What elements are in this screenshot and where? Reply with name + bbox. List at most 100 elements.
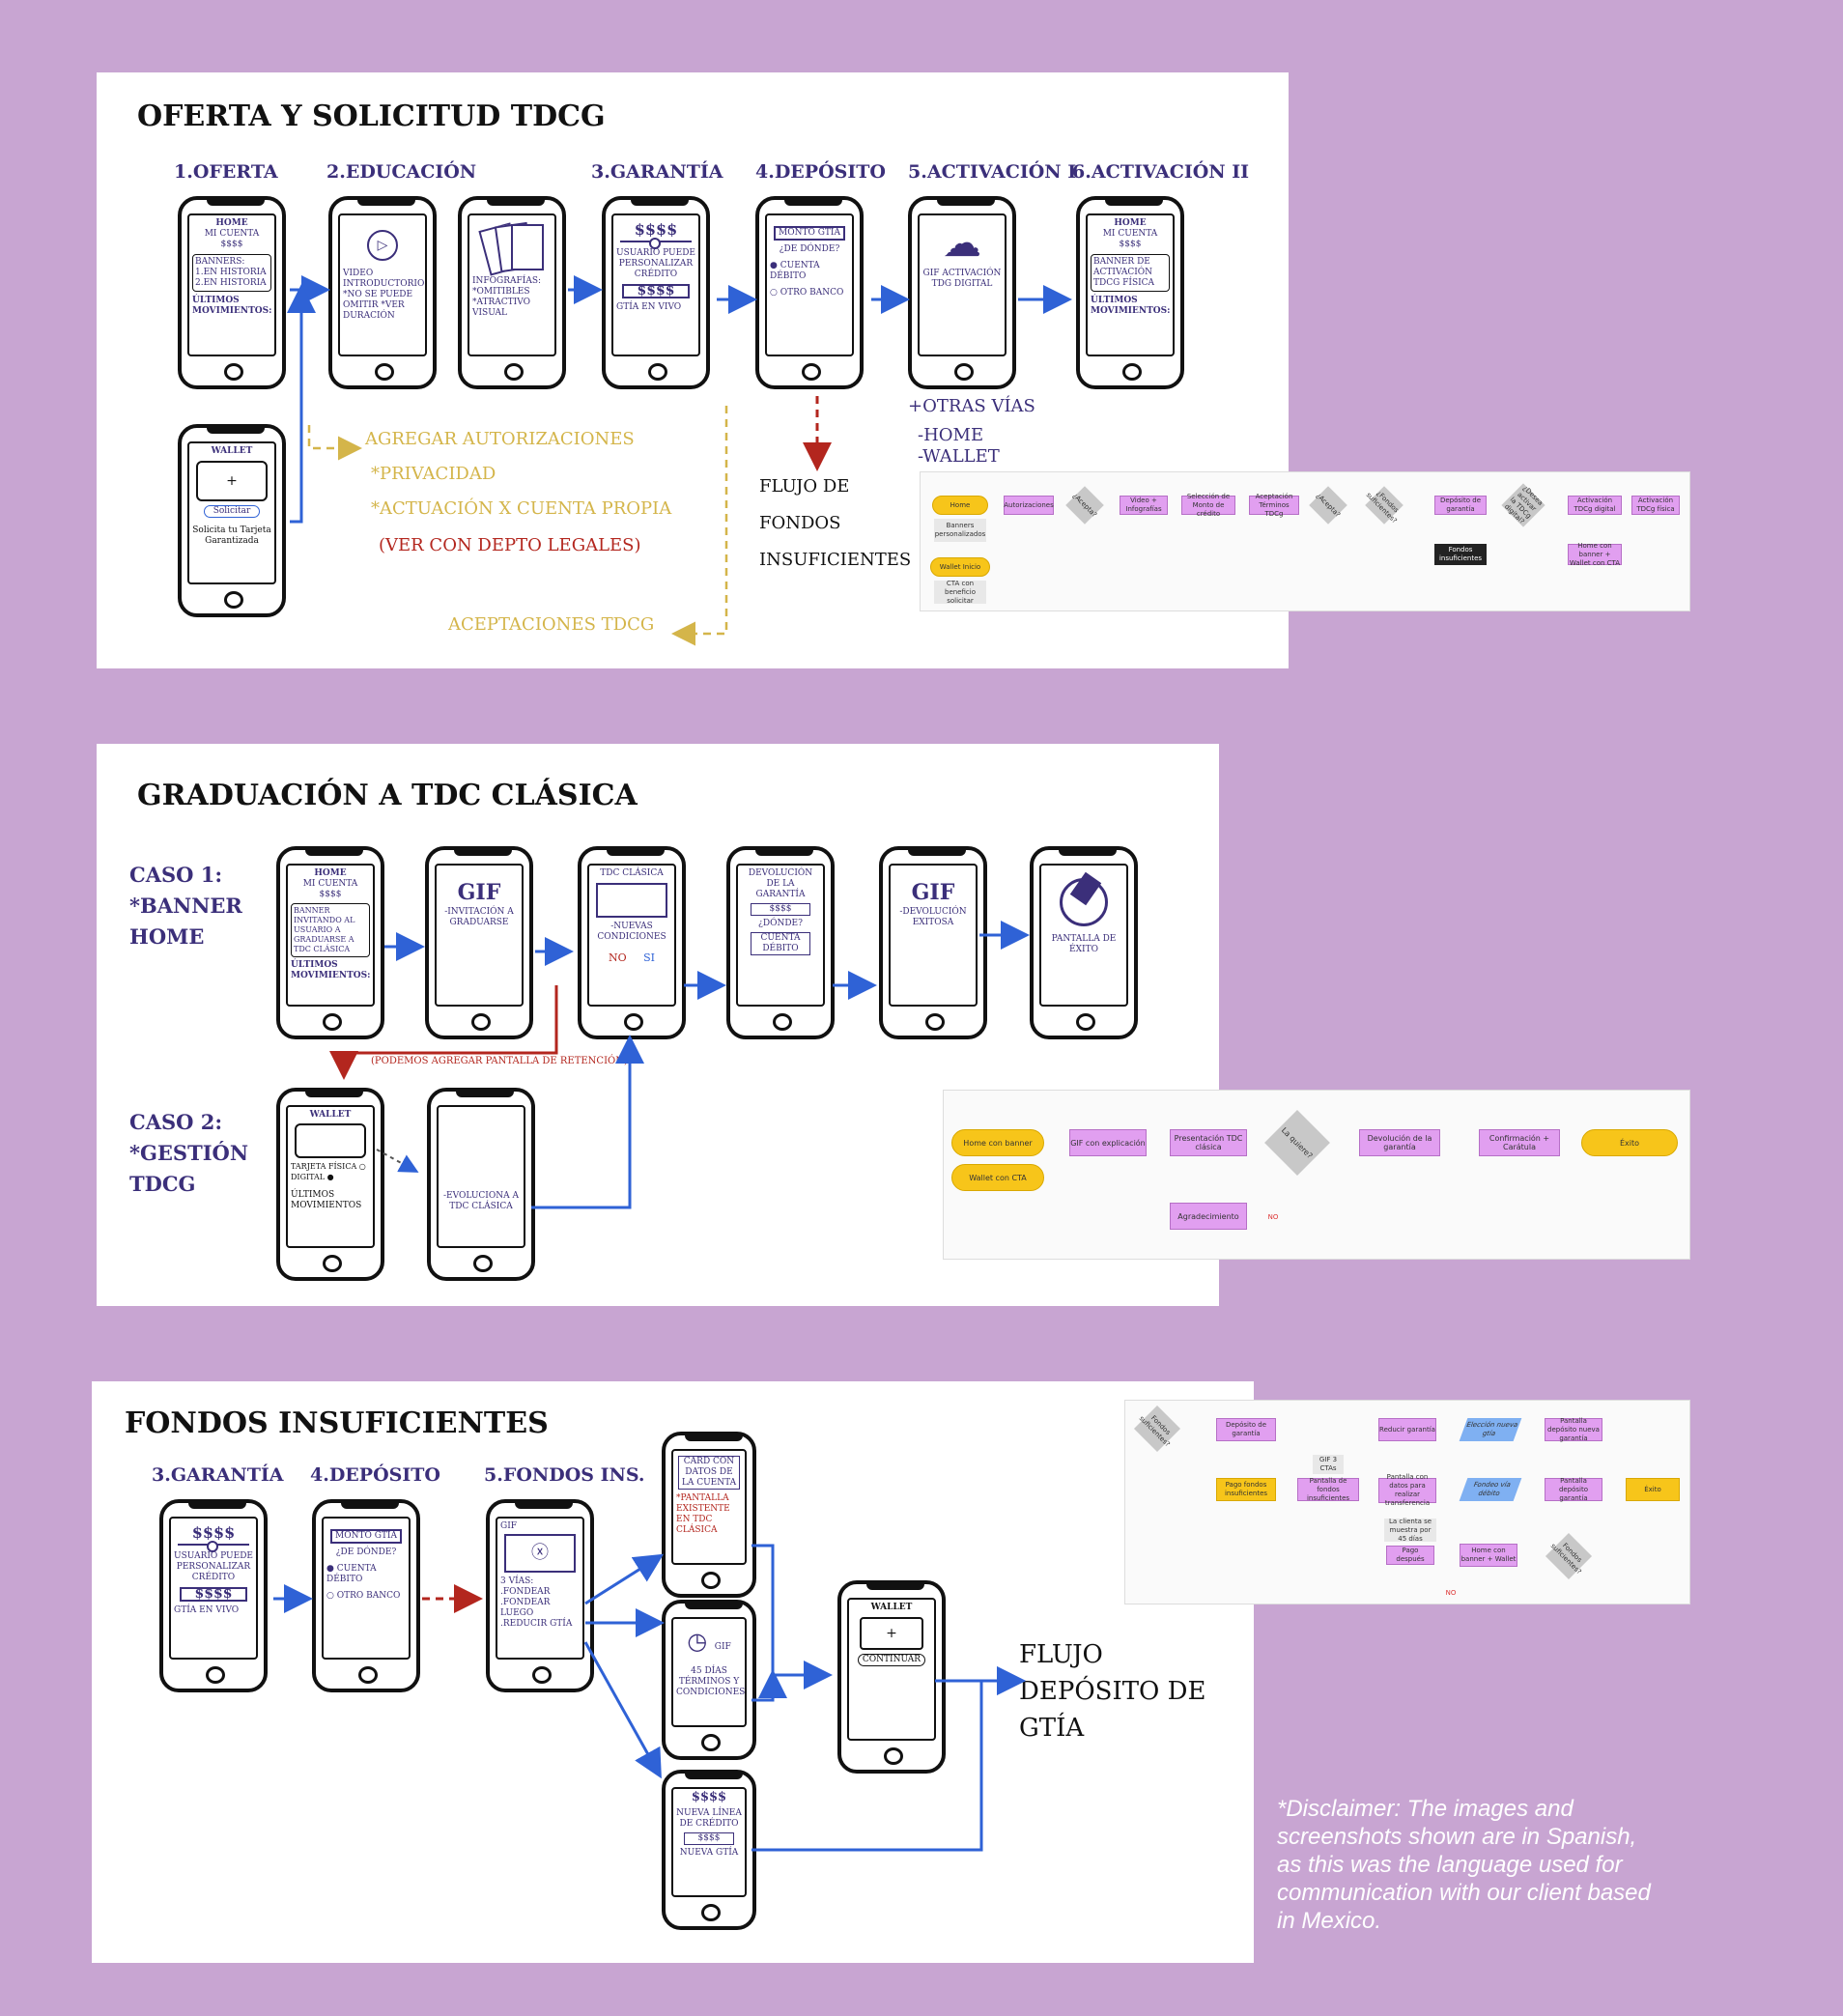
banners-box: BANNERS: 1.EN HISTORIA 2.EN HISTORIA [192,254,271,292]
toggle-fisica[interactable]: TARJETA FÍSICA ○ [291,1162,366,1171]
panel-title: FONDOS INSUFICIENTES [125,1406,549,1440]
continuar-button[interactable]: CONTINUAR [858,1654,925,1666]
ultimos-movimientos: ÚLTIMOS MOVIMIENTOS: [192,296,272,316]
garantia-live: GTÍA EN VIVO [174,1605,240,1615]
flow-node: Éxito [1626,1478,1680,1501]
phone-devolucion: DEVOLUCIÓN DE LA GARANTÍA $$$$ ¿DÓNDE? C… [726,846,835,1039]
wallet-card: + [196,461,268,501]
devolucion-title: DEVOLUCIÓN DE LA GARANTÍA [748,868,813,899]
garantia-text: USUARIO PUEDE PERSONALIZAR CRÉDITO [616,248,695,279]
step-label-oferta: 1.OFERTA [174,161,278,183]
deposito-opt-1: ● CUENTA DÉBITO [326,1564,377,1584]
step-label-activacion-1: 5.ACTIVACIÓN I [908,161,1077,183]
phone-garantia: $$$$ USUARIO PUEDE PERSONALIZAR CRÉDITO … [159,1499,268,1692]
deposito-opt-1: ● CUENTA DÉBITO [770,261,820,281]
gif-text: -INVITACIÓN A GRADUARSE [444,907,514,927]
panel-title: GRADUACIÓN A TDC CLÁSICA [137,779,638,812]
cards-icon [472,218,552,276]
note-via-home: -HOME [918,425,984,445]
flow-node: Home con banner + Wallet [1460,1544,1517,1567]
flow-node: Depósito de garantía [1434,496,1487,515]
phone-fondos-ins: GIF ⓧ 3 VÍAS: .FONDEAR .FONDEAR LUEGO .R… [486,1499,594,1692]
home-header: HOME [215,218,248,228]
phone-gif-exitosa: GIF -DEVOLUCIÓN EXITOSA [879,846,987,1039]
fondos-vias: 3 VÍAS: .FONDEAR .FONDEAR LUEGO .REDUCIR… [500,1576,573,1629]
flow-node: Wallet con CTA [951,1164,1044,1191]
nueva-box: $$$$ [684,1832,734,1845]
gif-text-2: -DEVOLUCIÓN EXITOSA [899,907,967,927]
wallet-header: WALLET [870,1603,913,1612]
infografias-text: INFOGRAFÍAS: *OMITIBLES *ATRACTIVO VISUA… [472,276,542,318]
cuenta-debito-box: CUENTA DÉBITO [751,932,810,955]
flow-node: Home con banner + Wallet con CTA [1568,541,1622,567]
caso-1-label: CASO 1: *BANNER HOME [129,863,242,949]
garantia-box: $$$$ [622,284,690,298]
terminos-text: 45 DÍAS TÉRMINOS Y CONDICIONES [676,1666,746,1697]
flow-node: Pantalla depósito nueva garantía [1545,1417,1602,1442]
step-label-garantia: 3.GARANTÍA [152,1464,284,1486]
deposito-opt-2: ○ OTRO BANCO [326,1591,401,1601]
flow-node: Activación TDCg digital [1568,496,1622,515]
flow-node: CTA con beneficio solicitar [934,580,986,605]
fondos-gif-label: GIF [500,1521,517,1531]
home-header: HOME [314,868,347,878]
note-flujo-fondos: FLUJO DE FONDOS INSUFICIENTES [759,476,912,570]
solicitar-button[interactable]: Solicitar [204,505,260,518]
flowchart-graduacion: Home con banner Wallet con CTA GIF con e… [943,1090,1690,1260]
clock-icon: ◷ GIF [687,1628,731,1655]
deposito-question: ¿DE DÓNDE? [335,1547,397,1557]
flow-node: Autorizaciones [1004,496,1054,515]
caso-2-label: CASO 2: *GESTIÓN TDCG [129,1110,249,1196]
devolucion-amount: $$$$ [751,903,810,916]
si-button[interactable]: SI [643,951,656,964]
flow-node: Aceptación Términos TDCg [1249,493,1299,518]
success-icon [1060,871,1108,926]
no-button[interactable]: NO [608,951,627,964]
flow-node: La clienta se muestra por 45 días [1384,1518,1436,1543]
phone-activacion-fisica: HOME MI CUENTA $$$$ BANNER DE ACTIVACIÓN… [1076,196,1184,389]
phone-tdc-clasica: TDC CLÁSICA -NUEVAS CONDICIONES NO SI [578,846,686,1039]
video-text: VIDEO INTRODUCTORIO *NO SE PUEDE OMITIR … [343,269,425,321]
phone-terminos: ◷ GIF 45 DÍAS TÉRMINOS Y CONDICIONES [662,1600,756,1760]
deposito-opt-2: ○ OTRO BANCO [770,288,844,298]
nueva-linea: NUEVA LÍNEA DE CRÉDITO [676,1808,742,1829]
phone-exito: PANTALLA DE ÉXITO [1030,846,1138,1039]
flow-node: Home con banner [951,1129,1044,1156]
flow-no-label: NO [1267,1212,1279,1221]
garantia-box: $$$$ [180,1587,247,1602]
gif-activacion-text: GIF ACTIVACIÓN TDG DIGITAL [922,269,1002,289]
note-retencion: (PODEMOS AGREGAR PANTALLA DE RETENCIÓN) [371,1056,628,1066]
flow-node: Pago después [1386,1546,1434,1565]
flowchart-fondos: Fondos suficientes? Depósito de garantía… [1124,1400,1690,1604]
note-actuacion: *ACTUACIÓN X CUENTA PROPIA [371,498,672,519]
cloud-icon: ☁ [943,221,981,266]
evoluciona-text: -EVOLUCIONA A TDC CLÁSICA [443,1191,519,1211]
error-icon: ⓧ [504,1534,576,1573]
toggle-digital[interactable]: DIGITAL ● [291,1173,334,1181]
wallet-card [295,1123,366,1158]
garantia-amount: $$$$ [191,1523,236,1542]
home-header-2: HOME [1114,218,1147,228]
slider-icon [178,1541,249,1552]
flow-node: Activación TDCg física [1631,496,1680,515]
note-otras-vias: +OTRAS VÍAS [908,396,1035,416]
note-legales: (VER CON DEPTO LEGALES) [379,535,641,555]
home-cuenta-2: MI CUENTA $$$$ [1102,229,1158,249]
flow-node: Pantalla de fondos insuficientes [1297,1477,1359,1502]
tdc-text: -NUEVAS CONDICIONES [597,922,666,942]
phone-infografias: INFOGRAFÍAS: *OMITIBLES *ATRACTIVO VISUA… [458,196,566,389]
deposito-question: ¿DE DÓNDE? [779,244,840,254]
garantia-text: USUARIO PUEDE PERSONALIZAR CRÉDITO [174,1551,253,1582]
note-privacidad: *PRIVACIDAD [371,464,496,484]
phone-wallet-continuar: WALLET + CONTINUAR [837,1580,946,1774]
phone-garantia: $$$$ USUARIO PUEDE PERSONALIZAR CRÉDITO … [602,196,710,389]
flow-node: Agradecimiento [1170,1203,1247,1230]
step-label-deposito: 4.DEPÓSITO [310,1464,440,1486]
flow-node: Éxito [1581,1129,1678,1156]
panel-oferta-solicitud: OFERTA Y SOLICITUD TDCG 1.OFERTA 2.EDUCA… [97,72,1289,668]
home-cuenta: MI CUENTA $$$$ [302,879,358,899]
ultimos-movimientos-2: ÚLTIMOS MOVIMIENTOS [291,1190,362,1210]
gif-title: GIF [457,880,501,905]
gif-title-2: GIF [911,880,955,905]
wallet-text: Solicita tu Tarjeta Garantizada [192,525,271,546]
